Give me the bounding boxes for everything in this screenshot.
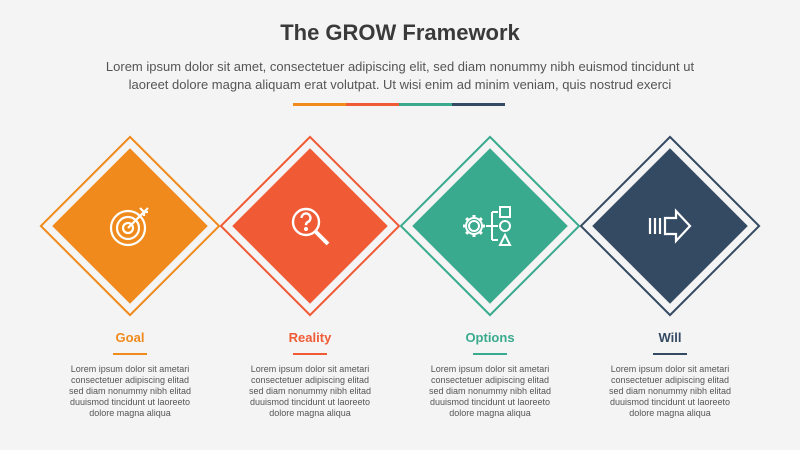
desc-line: Lorem ipsum dolor sit ametari [70, 364, 190, 374]
diamond-options [399, 135, 581, 317]
page-title: The GROW Framework [280, 20, 520, 45]
header-bar-reality [346, 103, 399, 106]
header-bar-options [399, 103, 452, 106]
stage-label: Options [465, 330, 515, 345]
desc-line: dolore magna aliqua [269, 408, 351, 418]
header-bar-will [452, 103, 505, 106]
desc-line: Lorem ipsum dolor sit ametari [250, 364, 370, 374]
desc-line: Lorem ipsum dolor sit ametari [610, 364, 730, 374]
stage-will: Will Lorem ipsum dolor sit ametari conse… [579, 135, 761, 436]
desc-line: consectetuer adipiscing elitad [430, 375, 550, 385]
label-underline [653, 353, 687, 355]
subtitle-line-2: laoreet dolore magna aliquam erat volutp… [128, 77, 672, 92]
header-bar-goal [293, 103, 346, 106]
header-color-bar [293, 103, 505, 106]
magnifier-question-icon [280, 196, 340, 256]
stage-label: Will [658, 330, 682, 345]
desc-line: Lorem ipsum dolor sit ametari [430, 364, 550, 374]
diamond-goal [39, 135, 221, 317]
desc-line: dolore magna aliqua [89, 408, 171, 418]
diamond-reality [219, 135, 401, 317]
desc-line: duuismod tincidunt ut laoreeto [429, 397, 551, 407]
diamond-will [579, 135, 761, 317]
subtitle-line-1: Lorem ipsum dolor sit amet, consectetuer… [105, 59, 695, 74]
label-underline [293, 353, 327, 355]
stage-goal: Goal Lorem ipsum dolor sit ametari conse… [39, 135, 221, 436]
desc-line: duuismod tincidunt ut laoreeto [249, 397, 371, 407]
label-underline [473, 353, 507, 355]
stage-description: Lorem ipsum dolor sit ametari consectetu… [40, 364, 220, 419]
desc-line: duuismod tincidunt ut laoreeto [69, 397, 191, 407]
subtitle: Lorem ipsum dolor sit amet, consectetuer… [40, 58, 760, 94]
arrow-right-icon [640, 196, 700, 256]
desc-line: dolore magna aliqua [629, 408, 711, 418]
desc-line: sed diam nonummy nibh elitad [428, 386, 552, 396]
stage-label: Reality [288, 330, 332, 345]
stage-description: Lorem ipsum dolor sit ametari consectetu… [580, 364, 760, 419]
desc-line: dolore magna aliqua [449, 408, 531, 418]
label-underline [113, 353, 147, 355]
stage-reality: Reality Lorem ipsum dolor sit ametari co… [219, 135, 401, 436]
desc-line: sed diam nonummy nibh elitad [68, 386, 192, 396]
gear-options-icon [460, 196, 520, 256]
desc-line: duuismod tincidunt ut laoreeto [609, 397, 731, 407]
stage-options: Options Lorem ipsum dolor sit ametari co… [399, 135, 581, 436]
desc-line: consectetuer adipiscing elitad [70, 375, 190, 385]
desc-line: consectetuer adipiscing elitad [610, 375, 730, 385]
desc-line: sed diam nonummy nibh elitad [248, 386, 372, 396]
desc-line: sed diam nonummy nibh elitad [608, 386, 732, 396]
stage-label: Goal [115, 330, 145, 345]
stage-description: Lorem ipsum dolor sit ametari consectetu… [220, 364, 400, 419]
stage-description: Lorem ipsum dolor sit ametari consectetu… [400, 364, 580, 419]
desc-line: consectetuer adipiscing elitad [250, 375, 370, 385]
target-icon [100, 196, 160, 256]
